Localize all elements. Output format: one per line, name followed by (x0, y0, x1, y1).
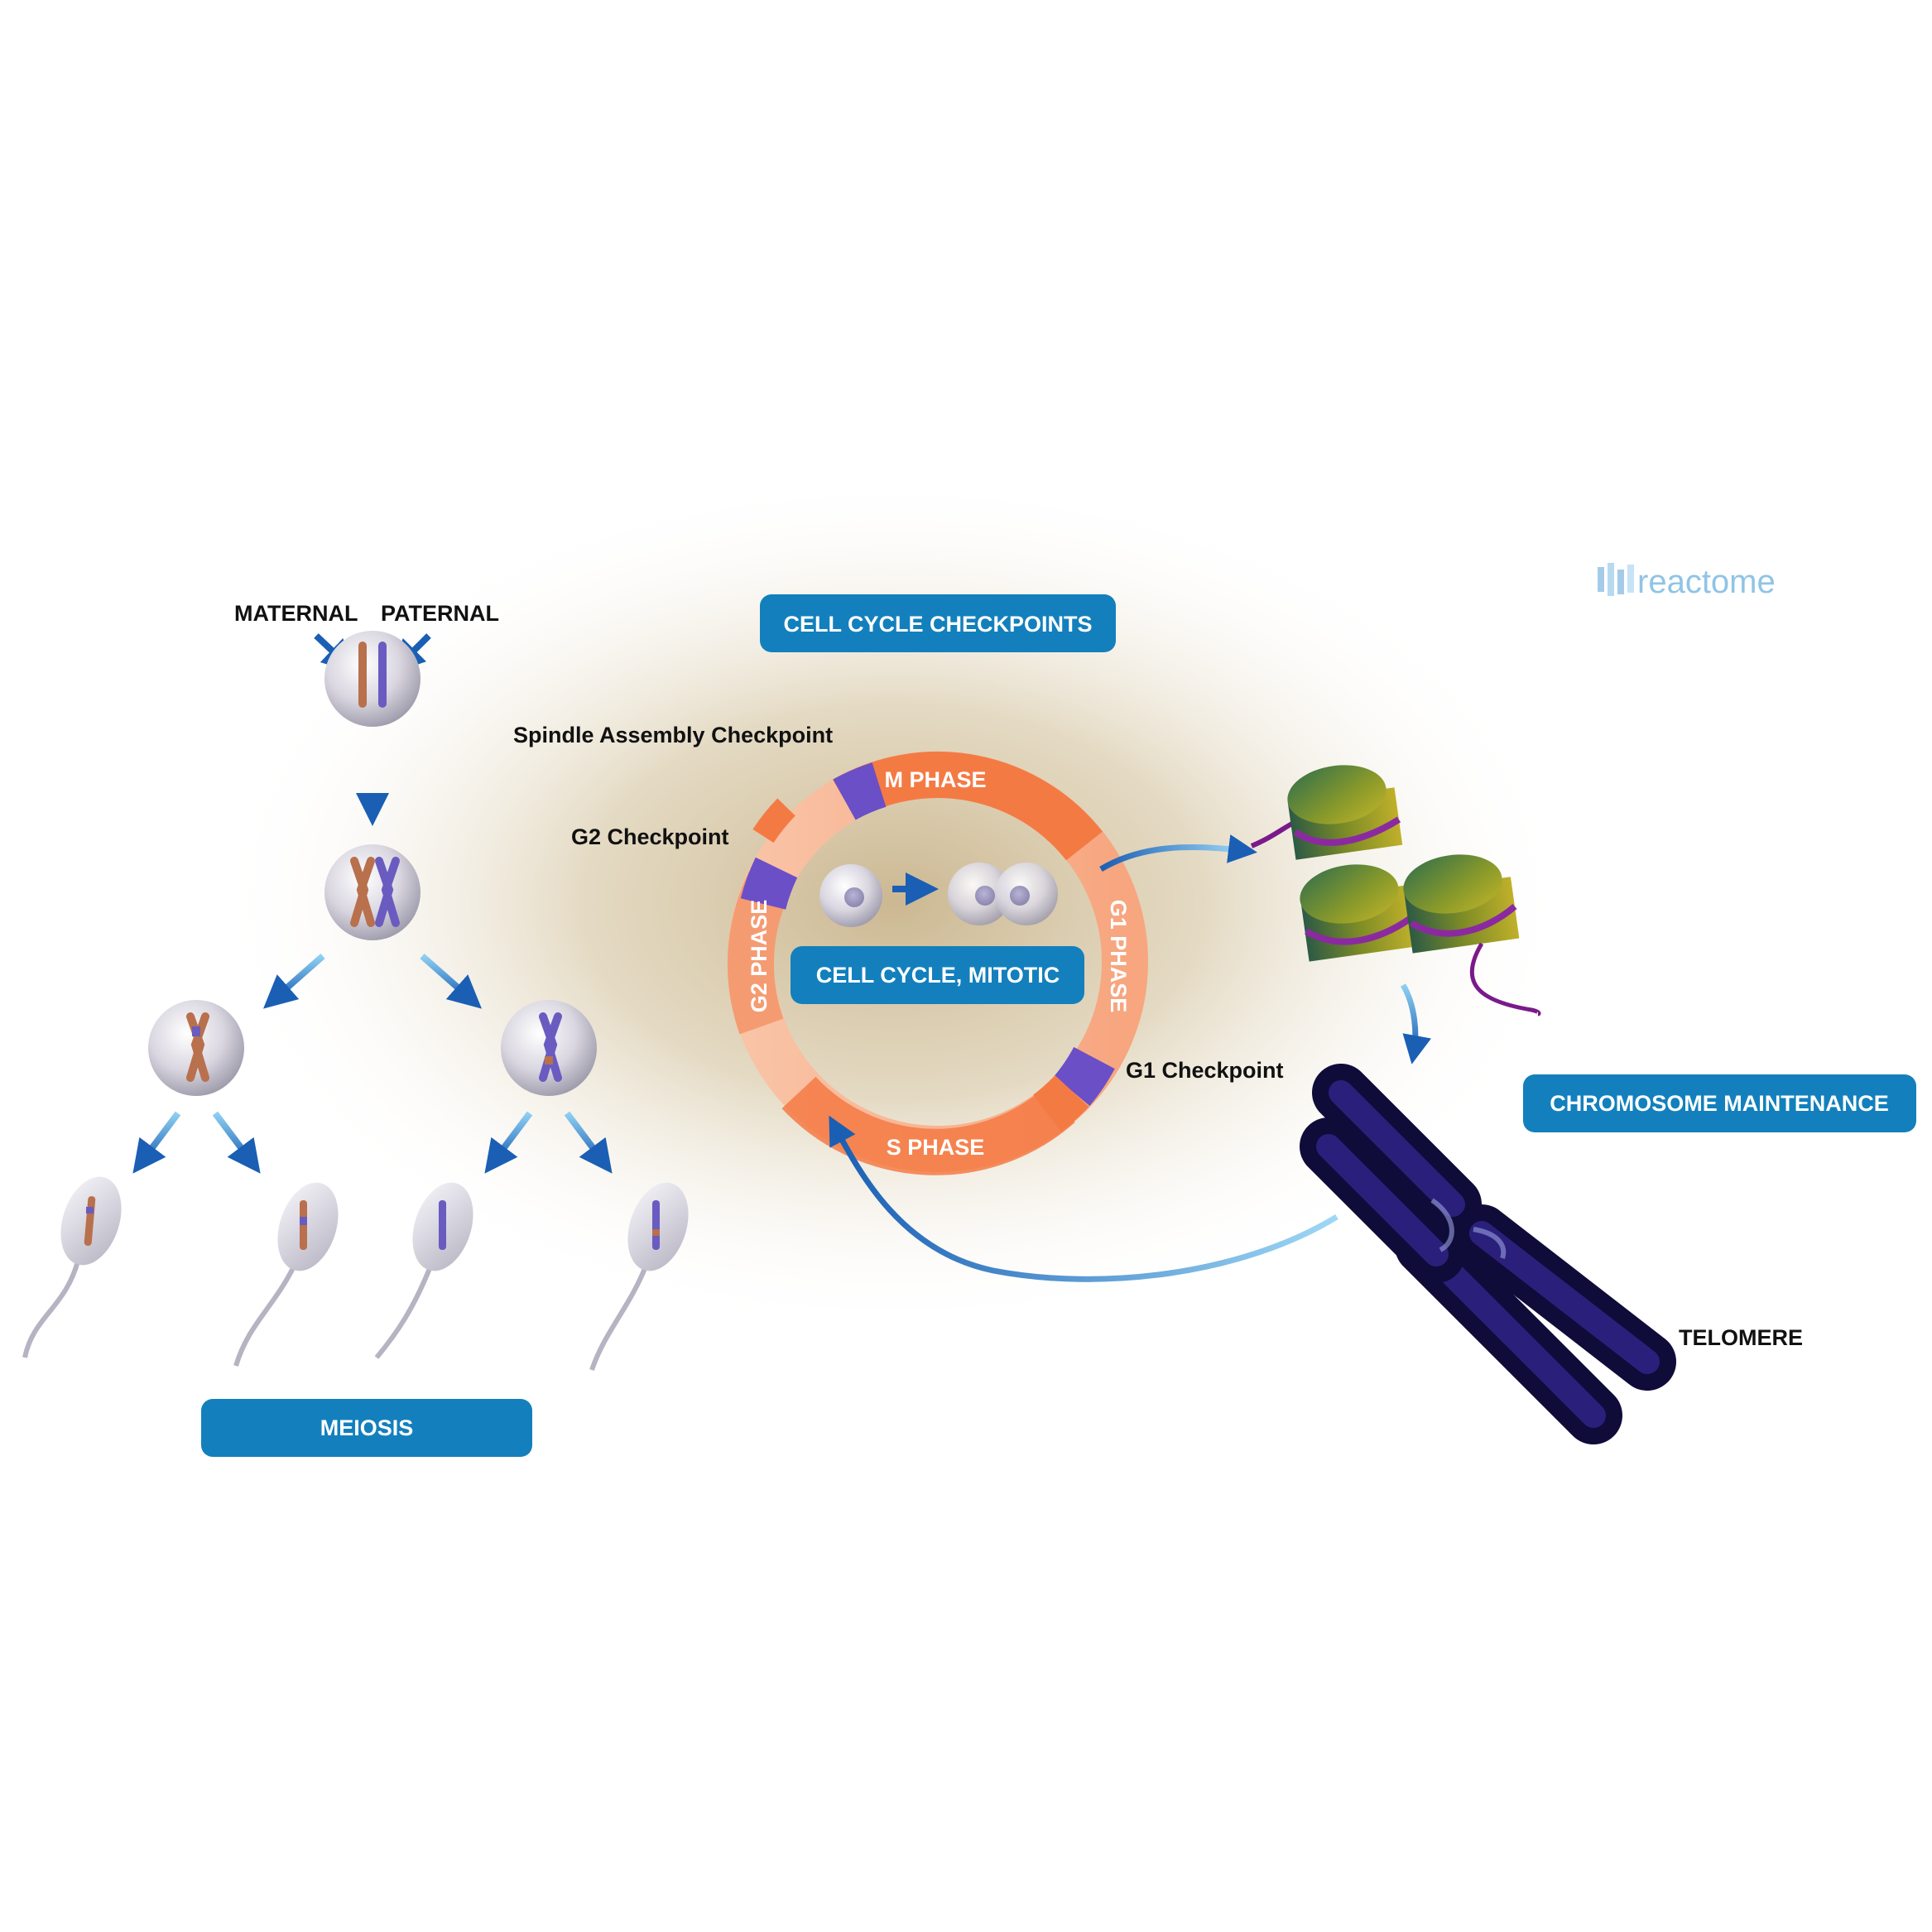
sperm-cell-1 (22, 1176, 122, 1358)
meiosis-button[interactable]: MEIOSIS (201, 1399, 532, 1457)
g2-checkpoint-label: G2 Checkpoint (571, 824, 729, 849)
sperm-cell-4 (589, 1182, 689, 1371)
telomere-label: TELOMERE (1679, 1325, 1803, 1350)
daughter-cell-right (501, 1000, 597, 1096)
background-glow (215, 472, 1573, 1333)
meiosis-arrow-lr (212, 1111, 261, 1174)
meiosis-button-label: MEIOSIS (320, 1415, 414, 1440)
cell-cycle-section: CELL CYCLE CHECKPOINTS Spindle Assembly … (513, 594, 1284, 1175)
spindle-checkpoint-marker (833, 762, 887, 820)
g2-phase-orange (752, 798, 795, 843)
daughter-cell-left (148, 1000, 244, 1096)
reactome-logo-text: reactome (1637, 564, 1776, 600)
cell-cycle-checkpoints-button[interactable]: CELL CYCLE CHECKPOINTS (760, 594, 1116, 652)
meiosis-section: MATERNAL PATERNAL (22, 601, 689, 1457)
g1-checkpoint-label: G1 Checkpoint (1126, 1058, 1284, 1083)
cell-cycle-checkpoints-label: CELL CYCLE CHECKPOINTS (783, 612, 1092, 637)
g2-phase-label: G2 PHASE (747, 900, 771, 1013)
chromosome-maintenance-label: CHROMOSOME MAINTENANCE (1550, 1091, 1889, 1116)
ring-to-nucleosome-arrow (1099, 834, 1257, 872)
g2-checkpoint-marker (740, 857, 798, 911)
meiosis-arrow-right (420, 954, 482, 1009)
reactome-logo-icon (1598, 563, 1634, 596)
paternal-label: PATERNAL (381, 601, 499, 626)
g1-phase-orange (1032, 1074, 1089, 1132)
g1-phase-label: G1 PHASE (1106, 900, 1131, 1013)
replicated-cell (324, 844, 421, 940)
mitosis-cells (819, 863, 1058, 927)
parent-cell (324, 631, 421, 727)
meiosis-arrow-rl (484, 1111, 533, 1174)
cell-cycle-ring: M PHASE S PHASE G2 PHASE G1 PHASE (728, 752, 1148, 1175)
m-phase-label: M PHASE (884, 767, 986, 792)
chromosome-to-cycle-arrow (829, 1115, 1338, 1282)
meiosis-arrow-ll (132, 1111, 181, 1174)
reactome-logo: reactome (1598, 563, 1776, 600)
cell-cycle-mitotic-label: CELL CYCLE, MITOTIC (816, 963, 1060, 988)
spindle-checkpoint-label: Spindle Assembly Checkpoint (513, 723, 833, 747)
sperm-cell-3 (374, 1182, 473, 1359)
meiosis-arrow-rr (564, 1111, 613, 1174)
chromosome (1300, 1064, 1676, 1444)
sperm-cell-2 (233, 1182, 339, 1367)
chromosome-section: CHROMOSOME MAINTENANCE TELOMERE (829, 765, 1916, 1444)
s-phase-label: S PHASE (887, 1135, 985, 1160)
chromosome-maintenance-button[interactable]: CHROMOSOME MAINTENANCE (1523, 1074, 1916, 1132)
nucleosome-2 (1300, 864, 1418, 962)
maternal-label: MATERNAL (234, 601, 358, 626)
meiosis-arrow-left (263, 954, 325, 1009)
nucleosome-1 (1250, 765, 1403, 860)
g1-checkpoint-marker (1054, 1046, 1115, 1107)
cell-cycle-mitotic-button[interactable]: CELL CYCLE, MITOTIC (791, 946, 1084, 1004)
nucleosome-3 (1403, 854, 1541, 1016)
nucleosome-to-chromosome-arrow (1400, 983, 1431, 1065)
